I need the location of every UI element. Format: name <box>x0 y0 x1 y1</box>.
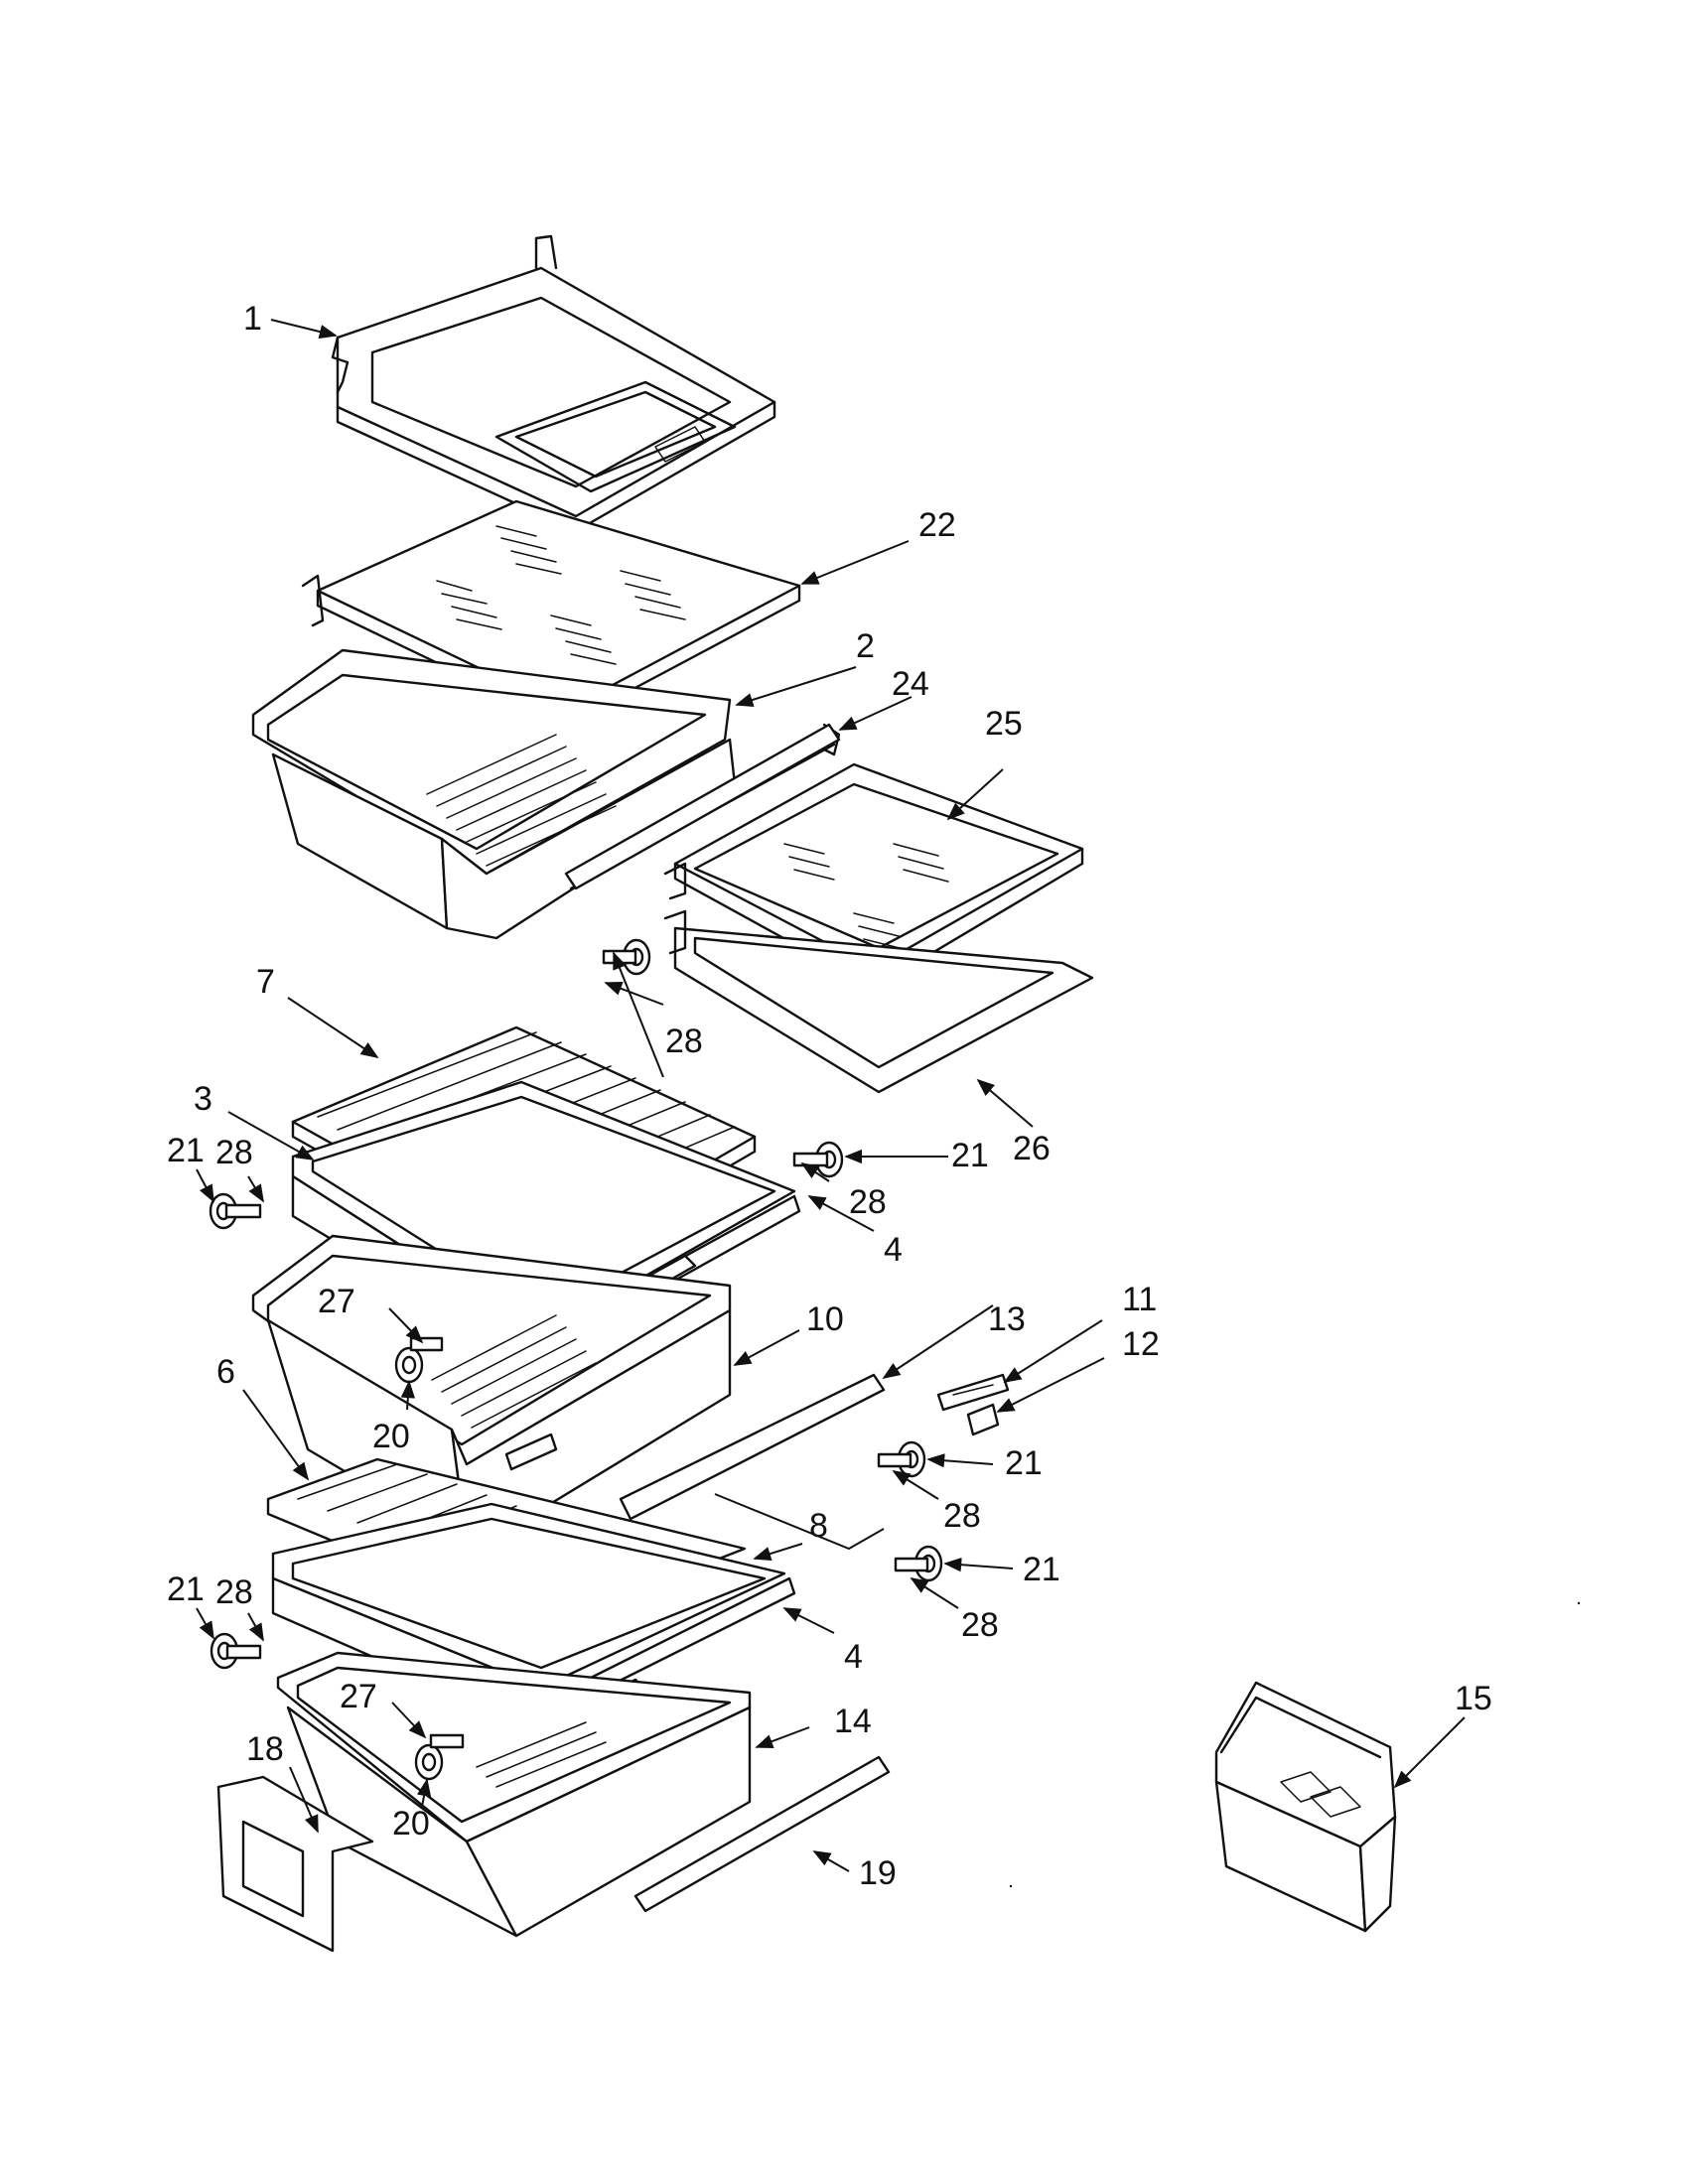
axle-28-b <box>792 1152 829 1167</box>
callout-20-a: 20 <box>372 1418 410 1455</box>
axle-28-d <box>877 1452 912 1468</box>
scan-speck <box>1577 1601 1581 1605</box>
callout-7: 7 <box>256 963 275 1001</box>
roller-21-b <box>814 1141 844 1178</box>
scan-speck <box>1009 1884 1013 1888</box>
rollers <box>209 938 943 1781</box>
part-1-crisper-cover-frame <box>331 234 776 533</box>
callout-27-a: 27 <box>318 1283 355 1320</box>
callout-15: 15 <box>1455 1680 1492 1717</box>
part-19-trim <box>633 1755 891 1913</box>
callout-22: 22 <box>918 506 956 544</box>
callout-18: 18 <box>246 1730 284 1768</box>
callout-21-d: 21 <box>1023 1551 1060 1588</box>
axle-27-b <box>429 1733 465 1749</box>
callout-27-b: 27 <box>340 1678 377 1715</box>
callout-21-b: 21 <box>951 1137 989 1174</box>
callout-12: 12 <box>1122 1325 1160 1363</box>
axle-28-f <box>225 1644 262 1660</box>
callout-2: 2 <box>856 627 875 665</box>
callout-28-b: 28 <box>215 1134 253 1171</box>
callout-3: 3 <box>194 1080 212 1118</box>
callout-10: 10 <box>806 1300 844 1338</box>
callout-26: 26 <box>1013 1130 1051 1167</box>
axle-28-e <box>894 1557 929 1572</box>
callout-6: 6 <box>216 1353 235 1391</box>
callout-28-f: 28 <box>215 1573 253 1611</box>
callout-1: 1 <box>243 300 262 338</box>
callout-28-d: 28 <box>943 1497 981 1535</box>
callout-4-a: 4 <box>884 1231 903 1269</box>
upper-crisper-drawer <box>251 648 841 940</box>
part-18-label-plate <box>216 1775 374 1953</box>
callout-28-a: 28 <box>665 1023 703 1060</box>
callout-21-a: 21 <box>167 1132 205 1169</box>
roller-20-b <box>414 1743 444 1781</box>
callout-21-c: 21 <box>1005 1444 1043 1482</box>
callout-20-b: 20 <box>392 1805 430 1843</box>
callout-21-e: 21 <box>167 1570 205 1608</box>
callout-4-b: 4 <box>844 1638 863 1676</box>
part-14-lower-drawer <box>276 1651 752 1938</box>
axle-28-a <box>602 949 637 965</box>
callout-19: 19 <box>859 1854 897 1892</box>
callout-13: 13 <box>988 1300 1026 1338</box>
callout-24: 24 <box>892 665 929 703</box>
leader-lines <box>196 319 1466 1872</box>
callout-28-c: 28 <box>849 1183 887 1221</box>
part-12-clip <box>966 1403 1000 1436</box>
callout-14: 14 <box>834 1703 872 1740</box>
roller-20-a <box>394 1346 424 1384</box>
part-22-glass-cover <box>301 499 801 727</box>
part-24-trim <box>564 723 841 890</box>
part-15-door-bin <box>1214 1681 1397 1933</box>
part-26-shelf-frame <box>663 909 1094 1094</box>
callout-28-e: 28 <box>961 1606 999 1644</box>
part-11-bracket <box>936 1373 1010 1412</box>
callout-11: 11 <box>1122 1281 1157 1318</box>
part-13-trim <box>619 1373 886 1521</box>
callout-labels: 1 22 2 24 25 7 28 3 21 28 21 26 28 4 27 … <box>167 300 1492 1892</box>
axle-27-a <box>409 1336 444 1352</box>
callout-8: 8 <box>809 1507 828 1545</box>
axle-28-c <box>224 1203 262 1219</box>
callout-25: 25 <box>985 705 1023 743</box>
